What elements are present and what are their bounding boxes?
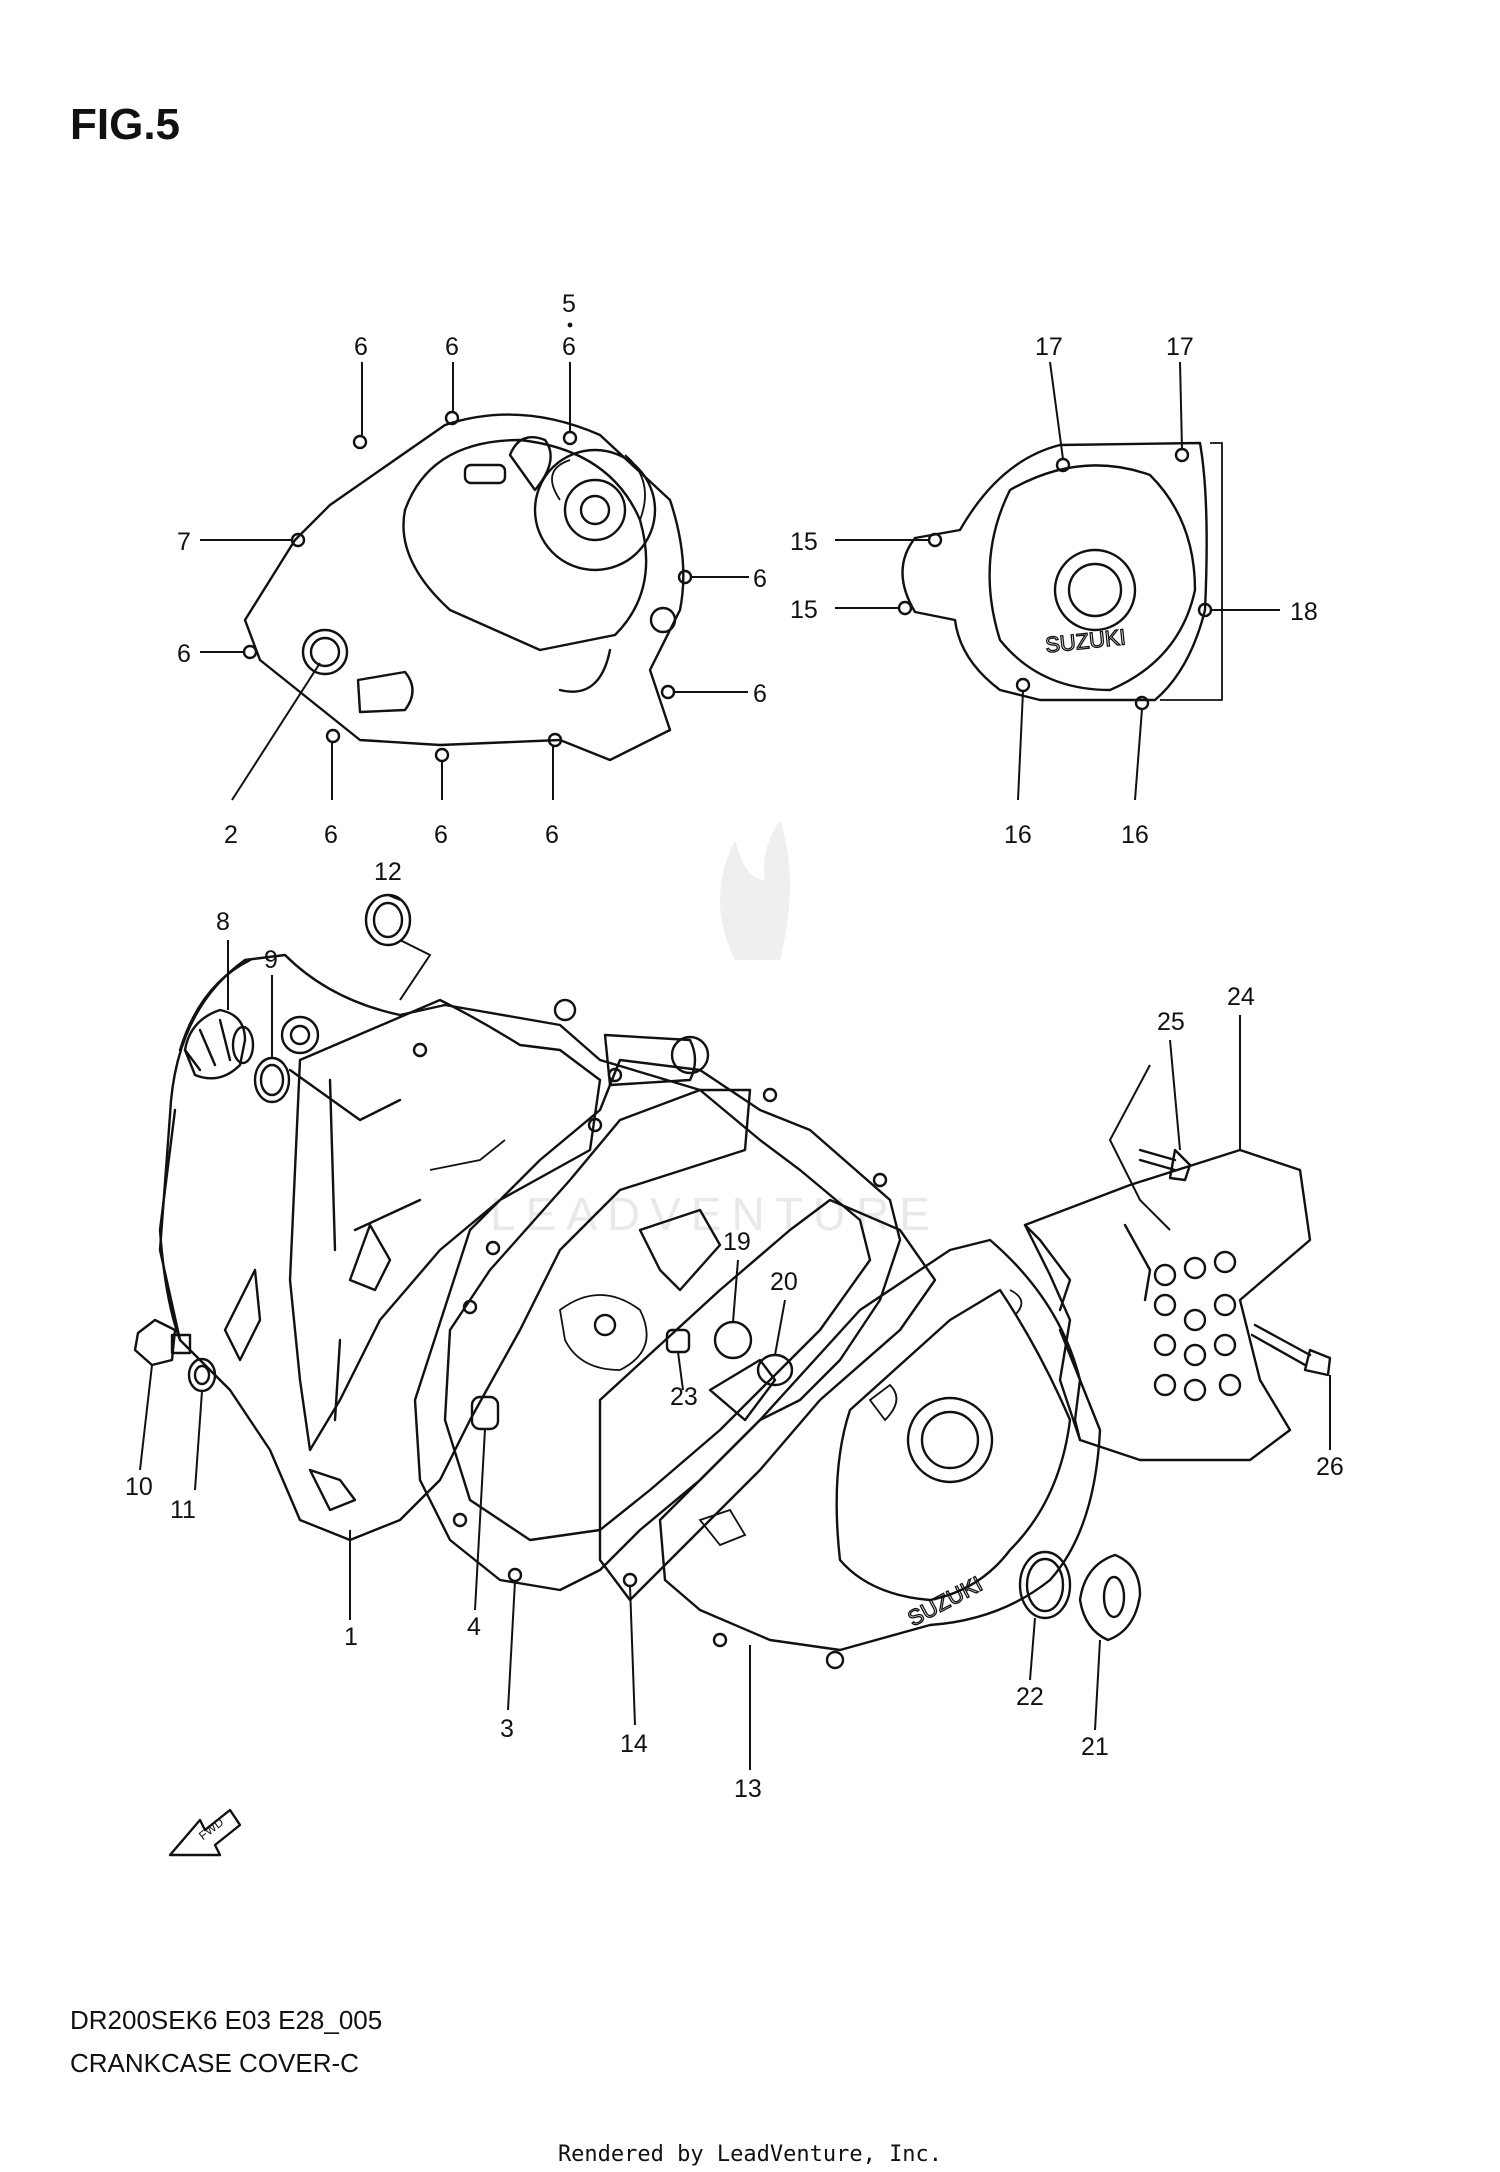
callout-5: 5 [562, 290, 576, 318]
callout-22: 22 [1016, 1683, 1044, 1711]
callout-6: 6 [562, 333, 576, 361]
part-cap-21 [1078, 1553, 1142, 1642]
part-oil-filler-cap-8 [183, 1008, 255, 1080]
callout-4: 4 [467, 1613, 481, 1641]
part-bolt-25 [1138, 1148, 1192, 1182]
leadventure-watermark: LEADVENTURE [490, 820, 940, 1240]
callout-13: 13 [734, 1775, 762, 1803]
callout-8: 8 [216, 908, 230, 936]
part-gasket-washer-11 [187, 1357, 217, 1393]
callout-19: 19 [723, 1228, 751, 1256]
diagram-code: DR200SEK6 E03 E28_005 [70, 2005, 383, 2035]
callout-12: 12 [374, 858, 402, 886]
callout-6: 6 [434, 821, 448, 849]
callout-6: 6 [177, 640, 191, 668]
callout-24: 24 [1227, 983, 1255, 1011]
callout-16: 16 [1004, 821, 1032, 849]
rendered-by-credit: Rendered by LeadVenture, Inc. [557, 2142, 943, 2167]
callout-dot [567, 322, 573, 328]
callout-15: 15 [790, 596, 818, 624]
part-o-ring-9 [253, 1056, 291, 1104]
part-drain-plug-10 [133, 1318, 192, 1367]
figure-title: FIG.5 [70, 100, 181, 149]
callout-16: 16 [1121, 821, 1149, 849]
callout-9: 9 [264, 946, 278, 974]
part-dowel-23 [665, 1328, 691, 1354]
callout-6: 6 [324, 821, 338, 849]
callout-7: 7 [177, 528, 191, 556]
callout-6: 6 [753, 565, 767, 593]
callout-10: 10 [125, 1473, 153, 1501]
callout-15: 15 [790, 528, 818, 556]
part-clutch-cover-outer [242, 410, 693, 763]
callout-1: 1 [344, 1623, 358, 1651]
callout-23: 23 [670, 1383, 698, 1411]
part-o-ring-22 [1018, 1550, 1072, 1620]
part-dowel-pin-4 [470, 1395, 500, 1431]
callout-17: 17 [1166, 333, 1194, 361]
callout-11: 11 [170, 1496, 196, 1524]
callout-17: 17 [1035, 333, 1063, 361]
callout-2: 2 [224, 821, 238, 849]
suzuki-emblem-lower: SUZUKI [904, 1571, 987, 1631]
watermark-text: LEADVENTURE [490, 1188, 940, 1240]
callout-18: 18 [1290, 598, 1318, 626]
callout-25: 25 [1157, 1008, 1185, 1036]
callout-21: 21 [1081, 1733, 1109, 1761]
callout-14: 14 [620, 1730, 648, 1758]
callout-6: 6 [753, 680, 767, 708]
part-oil-seal-12 [364, 893, 412, 947]
diagram-name: CRANKCASE COVER-C [70, 2048, 359, 2078]
part-magneto-cover: SUZUKI [897, 441, 1223, 711]
leader-lines [139, 361, 1331, 1770]
callout-6: 6 [445, 333, 459, 361]
part-gasket-outer [598, 1198, 937, 1602]
part-crankcase-cover [158, 953, 752, 1542]
part-plug-19 [713, 1320, 753, 1360]
suzuki-emblem-upper: SUZUKI [1044, 624, 1127, 657]
callout-3: 3 [500, 1715, 514, 1743]
fwd-arrow: FWD [168, 1808, 242, 1857]
part-gasket [413, 1058, 902, 1592]
callout-6: 6 [545, 821, 559, 849]
callout-20: 20 [770, 1268, 798, 1296]
callout-26: 26 [1316, 1453, 1344, 1481]
part-sprocket-cover [1023, 1148, 1312, 1462]
callout-labels: 5 6 6 6 7 6 6 6 2 6 6 6 17 17 15 15 18 1… [125, 290, 1344, 1803]
callout-6: 6 [354, 333, 368, 361]
part-bolt-26 [1250, 1323, 1332, 1377]
